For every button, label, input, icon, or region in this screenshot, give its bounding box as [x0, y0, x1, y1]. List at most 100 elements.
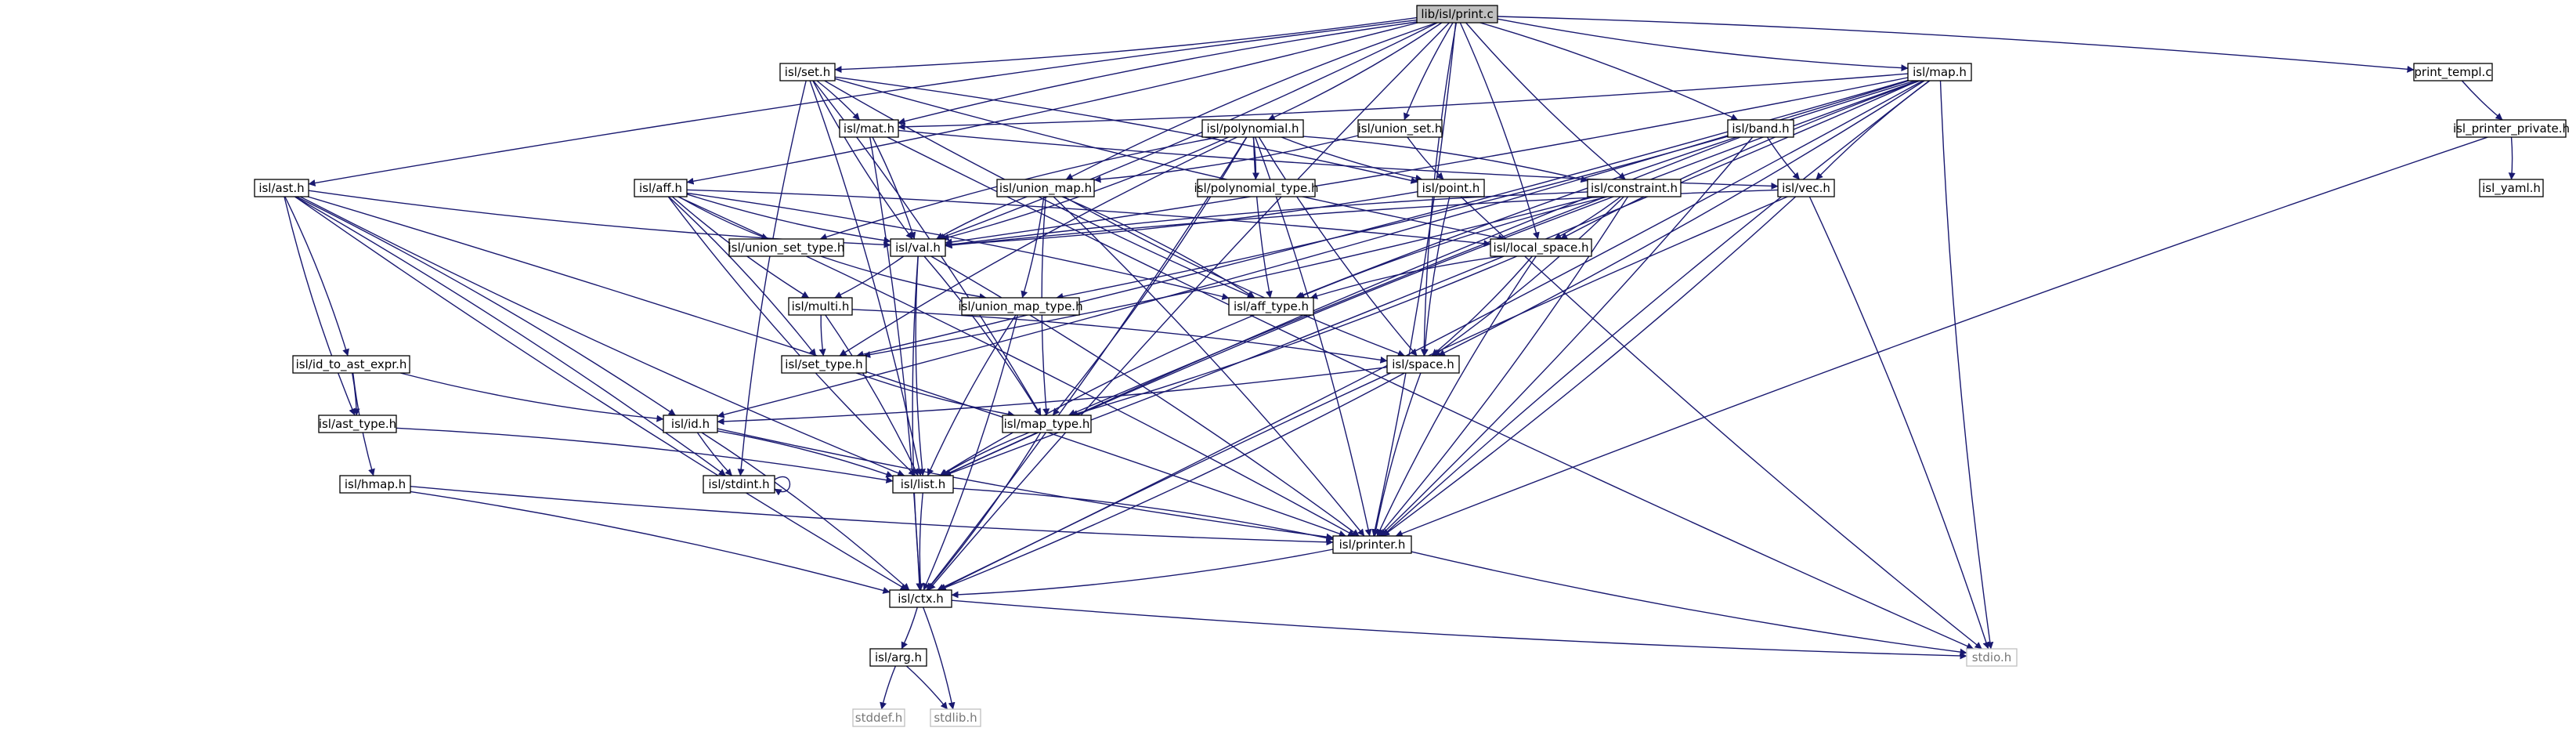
node-id-to-ast-expr-h[interactable]: isl/id_to_ast_expr.h — [292, 355, 410, 374]
node-box — [1777, 179, 1835, 197]
edge-val_h-to-multi_h — [834, 255, 905, 299]
node-box — [892, 475, 954, 494]
node-print-templ[interactable]: print_templ.c — [2413, 63, 2493, 81]
node-label: stddef.h — [855, 711, 902, 725]
edge-map_h-to-mat_h — [898, 73, 1909, 131]
edge-set_h-to-local_space_h — [834, 78, 1505, 241]
node-label: isl_yaml.h — [2482, 181, 2541, 196]
node-map-type-h[interactable]: isl/map_type.h — [1002, 415, 1092, 433]
node-box — [1587, 179, 1682, 197]
edge-union_map_type_h-to-ctx_h — [923, 314, 1018, 591]
edge-print_c-to-set_h — [834, 16, 1418, 74]
node-box — [1907, 63, 1972, 81]
node-label: isl/union_set.h — [1358, 121, 1443, 136]
node-polynomial-type-h[interactable]: isl/polynomial_type.h — [1194, 179, 1319, 197]
edge-polynomial_h-to-space_h — [1258, 136, 1418, 357]
edge-hmap_h-to-ctx_h — [410, 491, 891, 594]
node-box — [663, 415, 718, 433]
edge-space_h-to-ctx_h — [938, 372, 1405, 591]
node-ast-h[interactable]: isl/ast.h — [254, 179, 309, 197]
edge-constraint_h-to-space_h — [1433, 196, 1624, 357]
edge-multi_h-to-list_h — [825, 314, 919, 476]
node-set-type-h[interactable]: isl/set_type.h — [781, 355, 867, 374]
edge-union_map_h-to-printer_h — [1053, 196, 1365, 537]
edge-vec_h-to-stdio_h — [1808, 196, 1990, 650]
edge-set_h-to-val_h — [812, 80, 913, 240]
node-list-h[interactable]: isl/list.h — [892, 475, 954, 494]
edge-mat_h-to-stdio_h — [887, 136, 1974, 650]
edge-ctx_h-to-stdlib_h — [923, 606, 956, 710]
edge-local_space_h-to-aff_type_h — [1310, 255, 1502, 299]
edge-print_c-to-local_space_h — [1459, 22, 1540, 240]
edge-val_h-to-list_h — [915, 255, 926, 476]
node-box — [961, 297, 1080, 316]
node-map-h[interactable]: isl/map.h — [1907, 63, 1972, 81]
edge-printer_private-to-yaml_h — [2508, 136, 2516, 180]
node-id-h[interactable]: isl/id.h — [663, 415, 718, 433]
edge-polynomial_h-to-constraint_h — [1302, 136, 1588, 183]
edge-union_map_h-to-val_h — [936, 196, 1028, 240]
edge-print_c-to-union_set_h — [1404, 22, 1454, 121]
edge-map_h-to-printer_h — [1382, 80, 1930, 537]
node-hmap-h[interactable]: isl/hmap.h — [339, 475, 411, 494]
node-label: isl/aff_type.h — [1234, 299, 1309, 314]
node-aff-type-h[interactable]: isl/aff_type.h — [1228, 297, 1314, 316]
node-aff-h[interactable]: isl/aff.h — [634, 179, 688, 197]
node-yaml-h[interactable]: isl_yaml.h — [2479, 179, 2544, 197]
node-label: isl/hmap.h — [345, 477, 406, 491]
node-band-h[interactable]: isl/band.h — [1727, 119, 1794, 138]
node-box — [2479, 179, 2544, 197]
node-box — [1197, 179, 1316, 197]
node-print-c[interactable]: lib/isl/print.c — [1416, 5, 1498, 24]
edge-val_h-to-printer_h — [930, 255, 1360, 537]
node-local-space-h[interactable]: isl/local_space.h — [1490, 238, 1592, 257]
node-label: stdlib.h — [934, 711, 977, 725]
node-stddef-h: stddef.h — [852, 708, 905, 727]
edge-aff_h-to-aff_type_h — [686, 192, 1230, 300]
node-union-map-type-h[interactable]: isl/union_map_type.h — [958, 297, 1083, 316]
node-box — [852, 708, 905, 727]
edge-print_c-to-band_h — [1479, 22, 1739, 121]
edge-union_set_h-to-union_map_h — [1093, 135, 1359, 183]
node-label: isl/arg.h — [875, 650, 922, 664]
node-union-set-type-h[interactable]: isl/union_set_type.h — [728, 238, 845, 257]
edge-id_h-to-stdint_h — [696, 432, 733, 476]
node-box — [1727, 119, 1794, 138]
node-multi-h[interactable]: isl/multi.h — [788, 297, 853, 316]
edge-ast_h-to-val_h — [308, 190, 891, 248]
node-ast-type-h[interactable]: isl/ast_type.h — [318, 415, 397, 433]
node-union-set-h[interactable]: isl/union_set.h — [1357, 119, 1443, 138]
node-printer-private[interactable]: isl_printer_private.h — [2453, 119, 2570, 138]
node-box — [996, 179, 1095, 197]
node-val-h[interactable]: isl/val.h — [890, 238, 946, 257]
node-label: isl/printer.h — [1339, 538, 1406, 552]
edge-print_c-to-printer_h — [1371, 22, 1457, 537]
edge-local_space_h-to-space_h — [1431, 255, 1533, 357]
edge-local_space_h-to-printer_h — [1376, 255, 1537, 537]
node-label: isl/multi.h — [792, 299, 850, 313]
node-constraint-h[interactable]: isl/constraint.h — [1587, 179, 1682, 197]
node-printer-h[interactable]: isl/printer.h — [1332, 535, 1412, 554]
node-box — [869, 648, 927, 667]
node-space-h[interactable]: isl/space.h — [1386, 355, 1460, 374]
edge-space_h-to-id_h — [717, 367, 1388, 425]
edge-id_h-to-list_h — [717, 430, 894, 478]
edge-polynomial_h-to-point_h — [1281, 136, 1423, 182]
node-vec-h[interactable]: isl/vec.h — [1777, 179, 1835, 197]
node-point-h[interactable]: isl/point.h — [1417, 179, 1485, 197]
node-stdint-h[interactable]: isl/stdint.h — [703, 475, 775, 494]
node-union-map-h[interactable]: isl/union_map.h — [996, 179, 1095, 197]
node-set-h[interactable]: isl/set.h — [779, 63, 836, 81]
node-arg-h[interactable]: isl/arg.h — [869, 648, 927, 667]
edge-vec_h-to-printer_h — [1382, 196, 1797, 537]
edge-union_map_type_h-to-list_h — [927, 314, 1017, 476]
node-polynomial-h[interactable]: isl/polynomial.h — [1201, 119, 1304, 138]
edge-ast_h-to-id_to_ast_expr_h — [284, 196, 349, 357]
node-label: print_templ.c — [2414, 65, 2491, 80]
node-ctx-h[interactable]: isl/ctx.h — [889, 589, 952, 608]
node-label: isl/set.h — [785, 65, 830, 79]
node-mat-h[interactable]: isl/mat.h — [839, 119, 899, 138]
edge-print_c-to-constraint_h — [1465, 22, 1626, 180]
edge-val_h-to-ctx_h — [912, 255, 924, 591]
